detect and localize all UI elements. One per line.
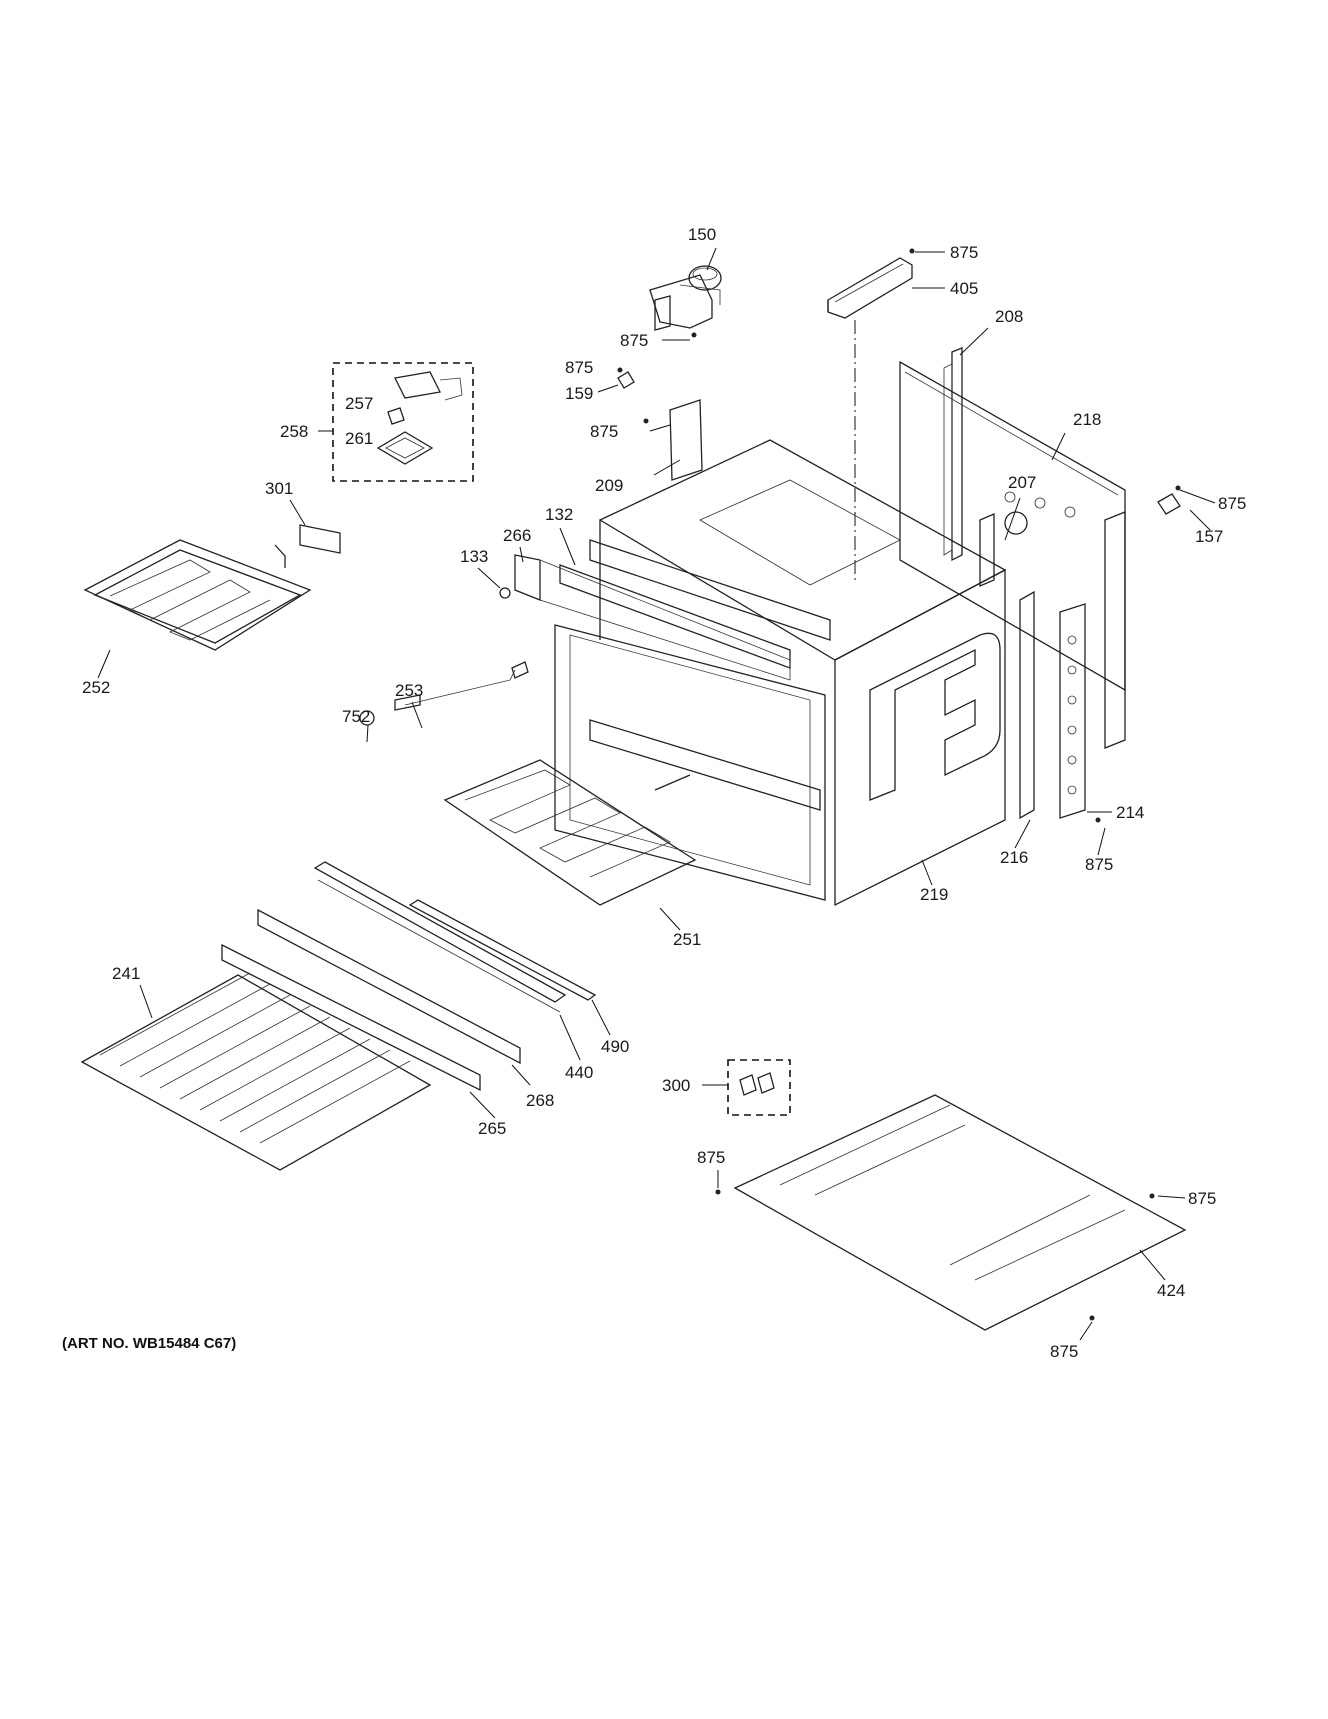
callout-440: 440 bbox=[565, 1063, 593, 1082]
callout-219: 219 bbox=[920, 885, 948, 904]
callout-875: 875 bbox=[950, 243, 978, 262]
callout-875: 875 bbox=[590, 422, 618, 441]
callout-157: 157 bbox=[1195, 527, 1223, 546]
callout-752: 752 bbox=[342, 707, 370, 726]
part-266-trim bbox=[499, 554, 791, 681]
part-405-bracket bbox=[827, 248, 915, 580]
part-752-screw bbox=[359, 710, 375, 726]
art-number: (ART NO. WB15484 C67) bbox=[62, 1335, 236, 1352]
callout-490: 490 bbox=[601, 1037, 629, 1056]
callout-875: 875 bbox=[565, 358, 593, 377]
callout-209: 209 bbox=[595, 476, 623, 495]
part-265-rail bbox=[221, 943, 481, 1092]
part-214-rail bbox=[1059, 511, 1126, 823]
part-440-screen bbox=[313, 861, 567, 1013]
leader-lines bbox=[97, 247, 1216, 1341]
part-300-kit bbox=[727, 1059, 791, 1116]
callout-268: 268 bbox=[526, 1091, 554, 1110]
callout-875: 875 bbox=[697, 1148, 725, 1167]
part-252-broil-element bbox=[83, 539, 312, 651]
callout-265: 265 bbox=[478, 1119, 506, 1138]
callout-875: 875 bbox=[1050, 1342, 1078, 1361]
part-216-rail bbox=[1019, 590, 1035, 820]
callout-159: 159 bbox=[565, 384, 593, 403]
part-268-rail bbox=[257, 908, 521, 1065]
part-241-rack bbox=[80, 972, 432, 1171]
part-424-bottom-tray bbox=[715, 1094, 1187, 1331]
callout-300: 300 bbox=[662, 1076, 690, 1095]
part-150-motor bbox=[649, 265, 722, 338]
callout-875: 875 bbox=[1085, 855, 1113, 874]
callout-133: 133 bbox=[460, 547, 488, 566]
part-209-bracket bbox=[643, 399, 703, 481]
callout-266: 266 bbox=[503, 526, 531, 545]
part-253-probe bbox=[394, 661, 529, 711]
callout-207: 207 bbox=[1008, 473, 1036, 492]
callout-253: 253 bbox=[395, 681, 423, 700]
part-157-sensor bbox=[1157, 485, 1181, 515]
main-oven-cavity bbox=[554, 439, 1007, 907]
callout-252: 252 bbox=[82, 678, 110, 697]
callout-875: 875 bbox=[1218, 494, 1246, 513]
part-208-rail bbox=[943, 347, 963, 562]
callout-875: 875 bbox=[1188, 1189, 1216, 1208]
callout-257: 257 bbox=[345, 394, 373, 413]
callout-132: 132 bbox=[545, 505, 573, 524]
part-207-bracket bbox=[979, 513, 995, 587]
part-490-rail bbox=[408, 899, 597, 1001]
callout-405: 405 bbox=[950, 279, 978, 298]
callout-218: 218 bbox=[1073, 410, 1101, 429]
part-258-kit bbox=[332, 362, 474, 482]
callout-875: 875 bbox=[620, 331, 648, 350]
part-159-clip bbox=[617, 367, 635, 389]
callout-150: 150 bbox=[688, 225, 716, 244]
callout-241: 241 bbox=[112, 964, 140, 983]
callout-208: 208 bbox=[995, 307, 1023, 326]
callout-258: 258 bbox=[280, 422, 308, 441]
callout-301: 301 bbox=[265, 479, 293, 498]
callout-251: 251 bbox=[673, 930, 701, 949]
callout-214: 214 bbox=[1116, 803, 1144, 822]
callout-labels: 150 875 405 875 208 875 159 257 258 261 … bbox=[62, 225, 1246, 1361]
part-251-bake-element bbox=[443, 759, 697, 906]
part-301-plate bbox=[299, 524, 341, 554]
callout-216: 216 bbox=[1000, 848, 1028, 867]
callout-261: 261 bbox=[345, 429, 373, 448]
callout-424: 424 bbox=[1157, 1281, 1185, 1300]
